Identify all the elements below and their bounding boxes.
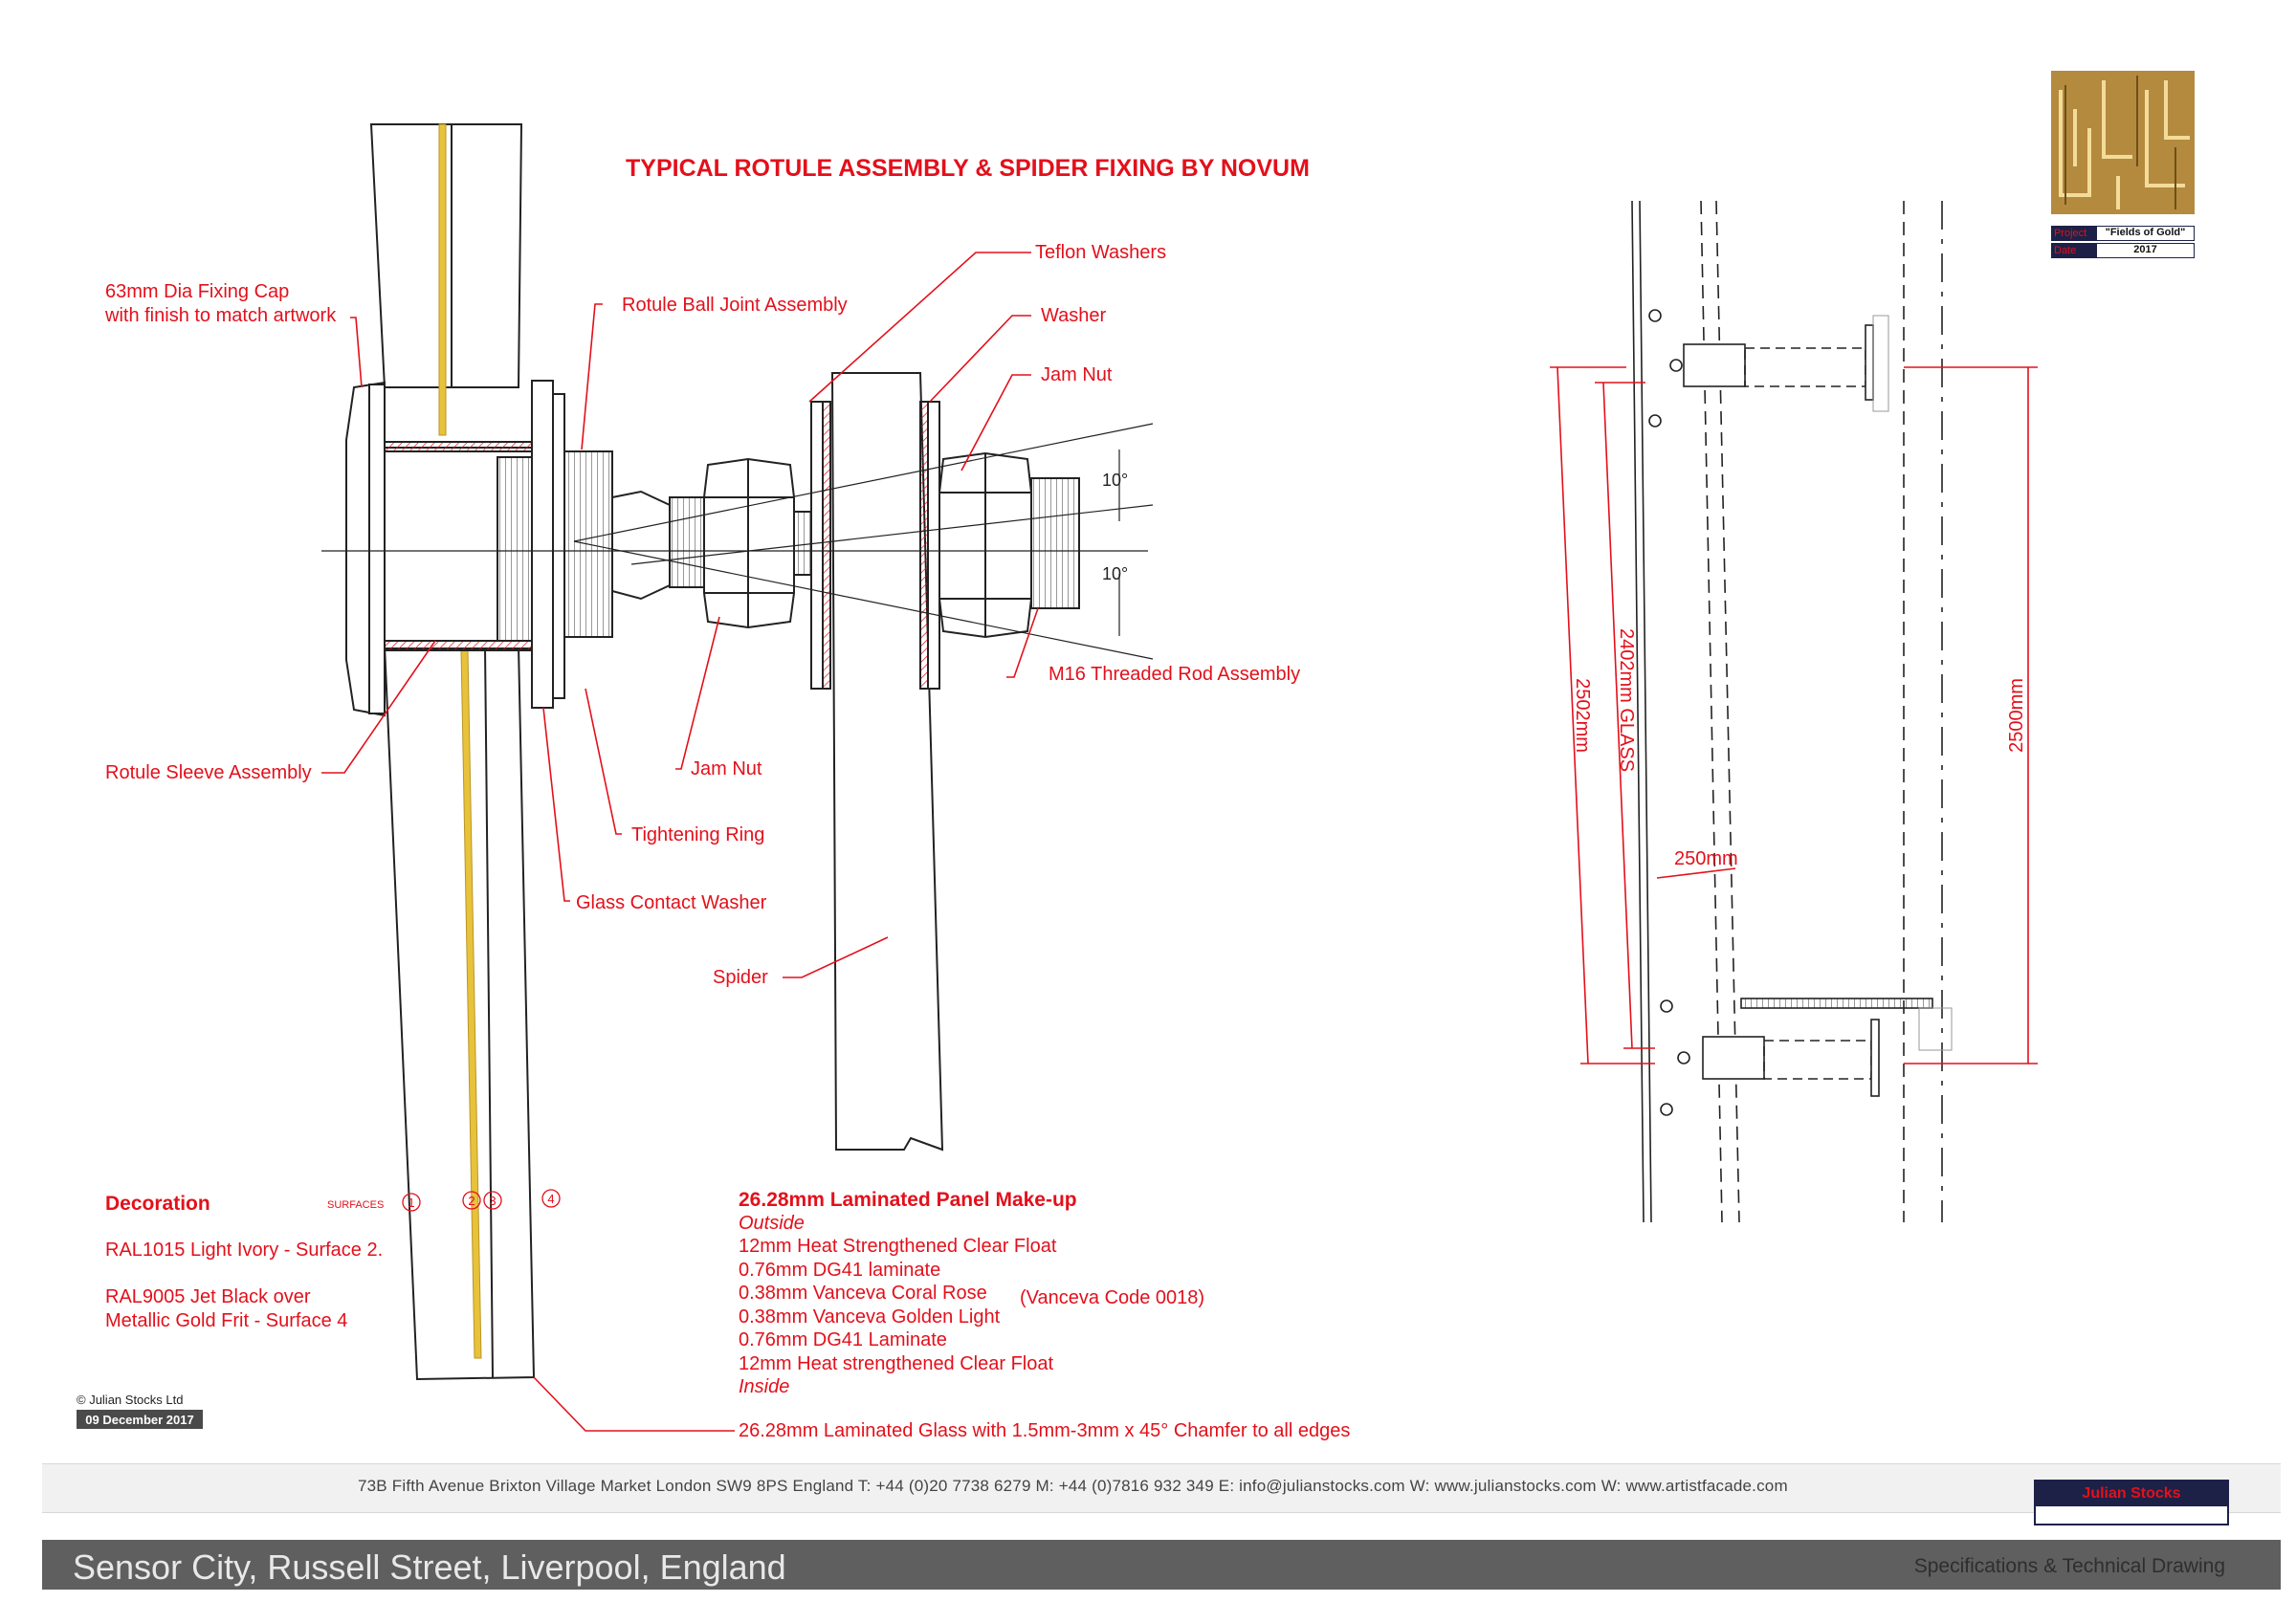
surfaces-label: SURFACES (327, 1199, 384, 1211)
surface-number-1: 1 (408, 1196, 414, 1210)
label-angle-top: 10° (1102, 471, 1128, 490)
label-glass-contact-washer: Glass Contact Washer (576, 892, 767, 913)
panel-outside: Outside (739, 1213, 805, 1234)
label-fixing-cap-1: 63mm Dia Fixing Cap (105, 281, 289, 302)
brand-logo: Julian Stocks (2034, 1480, 2229, 1525)
label-fixing-cap-2: with finish to match artwork (104, 305, 337, 326)
panel-makeup: 26.28mm Laminated Panel Make-up Outside … (739, 1189, 1204, 1397)
label-washer: Washer (1041, 305, 1107, 326)
brand-name: Julian Stocks (2036, 1481, 2227, 1506)
m16-rod (793, 511, 812, 576)
artwork-thumbnail (2051, 71, 2195, 214)
surface-number-3: 3 (489, 1194, 496, 1208)
surface-number-4: 4 (547, 1192, 554, 1206)
panel-layer-5: 0.76mm DG41 Laminate (739, 1329, 947, 1350)
document-type: Specifications & Technical Drawing (1913, 1555, 2225, 1577)
panel-layer-4: 0.38mm Vanceva Golden Light (739, 1306, 1001, 1328)
panel-layer-2: 0.76mm DG41 laminate (739, 1260, 940, 1281)
drawing-title: TYPICAL ROTULE ASSEMBLY & SPIDER FIXING … (626, 155, 1310, 182)
decoration-notes: Decoration SURFACES 1 2 3 4 RAL1015 Ligh… (105, 1189, 561, 1331)
dim-2402-glass: 2402mm GLASS (1616, 628, 1637, 772)
decoration-line-3: Metallic Gold Frit - Surface 4 (105, 1310, 347, 1331)
decoration-heading: Decoration (105, 1193, 210, 1215)
ball-joint (611, 490, 709, 601)
label-laminated-glass-note: 26.28mm Laminated Glass with 1.5mm-3mm x… (739, 1420, 1350, 1441)
surface-markers (402, 1189, 561, 1212)
label-rotule-sleeve: Rotule Sleeve Assembly (105, 762, 312, 783)
project-key: Project (2051, 226, 2096, 241)
label-jam-nut-top: Jam Nut (1041, 364, 1113, 385)
title-footer: Sensor City, Russell Street, Liverpool, … (42, 1540, 2281, 1590)
project-value: "Fields of Gold" (2096, 226, 2195, 241)
dim-250: 250mm (1674, 848, 1738, 869)
label-m16-rod: M16 Threaded Rod Assembly (1049, 664, 1300, 685)
surface-number-2: 2 (468, 1194, 475, 1208)
dim-2500: 2500mm (2006, 678, 2027, 753)
fixing-cap (345, 381, 386, 717)
callout-labels: 63mm Dia Fixing Cap with finish to match… (104, 242, 1350, 1441)
dim-2502: 2502mm (1572, 678, 1593, 753)
decoration-line-2: RAL9005 Jet Black over (105, 1286, 311, 1307)
panel-inside: Inside (739, 1376, 789, 1397)
decoration-line-1: RAL1015 Light Ivory - Surface 2. (105, 1240, 383, 1261)
section-dimension-lines (1550, 366, 2038, 1064)
copyright: © Julian Stocks Ltd (77, 1393, 183, 1407)
date-badge-bg (77, 1410, 203, 1429)
date-row: Date 2017 (2051, 243, 2195, 258)
contact-details: 73B Fifth Avenue Brixton Village Market … (358, 1477, 1788, 1495)
spider (810, 372, 944, 1152)
date-value: 2017 (2096, 243, 2195, 258)
panel-layer-6: 12mm Heat strengthened Clear Float (739, 1353, 1053, 1374)
label-rotule-ball-joint: Rotule Ball Joint Assembly (622, 295, 848, 316)
project-row: Project "Fields of Gold" (2051, 226, 2195, 241)
label-spider: Spider (713, 967, 768, 988)
label-jam-nut-bottom: Jam Nut (691, 758, 762, 779)
glass-pane (369, 123, 536, 1381)
panel-makeup-heading: 26.28mm Laminated Panel Make-up (739, 1189, 1077, 1211)
jam-nut-left (703, 457, 795, 629)
label-teflon-washers: Teflon Washers (1035, 242, 1166, 263)
panel-layer-3: 0.38mm Vanceva Coral Rose (739, 1283, 987, 1304)
date-badge: 09 December 2017 (85, 1413, 193, 1427)
gold-frit-interlayer (438, 123, 482, 1359)
threaded-rod-end (1030, 477, 1080, 609)
callout-leaders (321, 252, 1039, 1432)
site-name: Sensor City, Russell Street, Liverpool, … (73, 1547, 786, 1587)
date-key: Date (2051, 243, 2096, 258)
label-angle-bottom: 10° (1102, 564, 1128, 583)
label-tightening-ring: Tightening Ring (631, 824, 764, 845)
jam-nut-right (938, 451, 1032, 639)
contact-footer: 73B Fifth Avenue Brixton Village Market … (42, 1463, 2281, 1513)
project-info-box: Project "Fields of Gold" Date 2017 (2051, 226, 2195, 260)
vanceva-code: (Vanceva Code 0018) (1020, 1287, 1204, 1308)
glass-contact-washer (531, 380, 565, 709)
panel-layer-1: 12mm Heat Strengthened Clear Float (739, 1236, 1057, 1257)
rotule-sleeve (384, 441, 539, 651)
angle-construction-lines (321, 423, 1154, 660)
section-view (1631, 200, 1953, 1223)
